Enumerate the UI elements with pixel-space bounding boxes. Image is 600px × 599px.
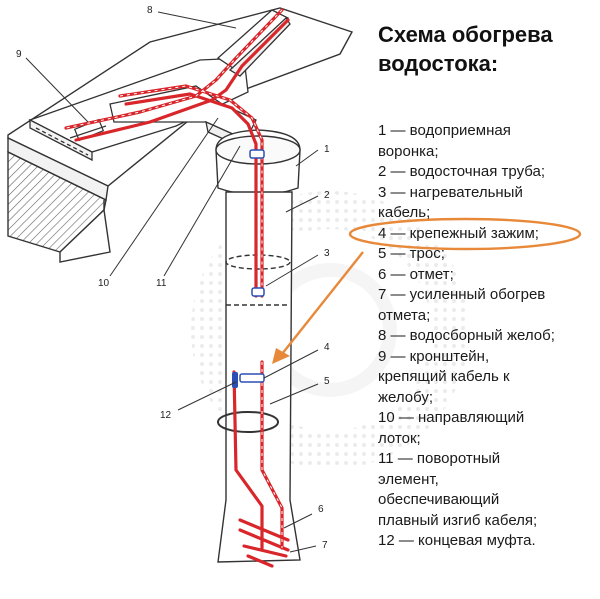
legend-item-line: 6 — отмет;	[378, 265, 454, 283]
callout-1: 1	[324, 144, 330, 155]
legend-item-7: 7 — усиленный обогрев отмета;	[378, 285, 596, 326]
legend-item-6: 6 — отмет;	[378, 265, 596, 286]
legend-item-2: 2 — водосточная труба;	[378, 162, 596, 183]
callout-8: 8	[147, 5, 153, 16]
legend-item-10: 10 — направляющий лоток;	[378, 408, 596, 449]
legend-item-11: 11 — поворотный элемент, обеспечивающий пла…	[378, 449, 596, 531]
legend-item-line: 9 — кронштейн,	[378, 347, 490, 365]
legend-item-line: 4 — крепежный зажим;	[378, 224, 539, 242]
callout-4: 4	[324, 342, 330, 353]
legend-item-line: желобу;	[378, 388, 434, 406]
callout-7: 7	[322, 540, 328, 551]
legend-item-line: отмета;	[378, 306, 431, 324]
legend-item-line: 1 — водоприемная	[378, 122, 511, 139]
callout-6: 6	[318, 504, 324, 515]
callout-10: 10	[98, 278, 110, 289]
legend-list: 1 — водоприемная воронка; 2 — водосточная …	[378, 121, 596, 552]
title-line-2: водостока:	[378, 51, 499, 76]
title-line-1: Схема обогрева	[378, 22, 553, 47]
legend-item-9: 9 — кронштейн, крепящий кабель к желобу;	[378, 347, 596, 409]
callout-9: 9	[16, 49, 22, 60]
legend-item-line: обеспечивающий	[378, 491, 500, 508]
legend-item-line: 2 — водосточная труба;	[378, 163, 545, 180]
callout-labels: 1 2 3 4 5 6 7 8 9 10 11 12	[16, 5, 330, 551]
legend-item-line: 10 — направляющий	[378, 409, 525, 426]
legend-item-line: плавный изгиб кабеля;	[378, 511, 538, 529]
legend-item-4: 4 — крепежный зажим;	[378, 224, 596, 245]
legend-item-12: 12 — концевая муфта.	[378, 531, 596, 552]
legend-item-line: лоток;	[378, 429, 421, 447]
callout-3: 3	[324, 248, 330, 259]
legend-item-line: 12 — концевая муфта.	[378, 532, 536, 549]
legend-item-line: 7 — усиленный обогрев	[378, 286, 546, 303]
legend-item-line: кабель;	[378, 204, 431, 221]
legend-item-line: крепящий кабель к	[378, 368, 510, 385]
highlight-arrow	[272, 217, 582, 364]
legend-item-line: элемент,	[378, 470, 439, 488]
legend-item-line: 8 — водосборный желоб;	[378, 327, 555, 344]
diagram-title: Схема обогрева водостока:	[378, 20, 593, 78]
heating-cable-dashes	[65, 9, 283, 548]
legend-item-8: 8 — водосборный желоб;	[378, 326, 596, 347]
legend-item-line: воронка;	[378, 142, 439, 160]
callout-5: 5	[324, 376, 330, 387]
legend-item-1: 1 — водоприемная воронка;	[378, 121, 596, 162]
leader-lines	[25, 11, 319, 553]
legend-item-3: 3 — нагревательный кабель;	[378, 183, 596, 224]
callout-12: 12	[160, 410, 172, 421]
end-sleeve	[232, 372, 238, 388]
legend-item-line: 5 — трос;	[378, 245, 445, 262]
callout-11: 11	[156, 278, 167, 289]
legend-item-line: 3 — нагревательный	[378, 183, 523, 201]
legend-item-5: 5 — трос;	[378, 244, 596, 265]
legend-item-line: 11 — поворотный	[378, 450, 501, 467]
water-funnel	[215, 129, 301, 196]
callout-2: 2	[324, 190, 330, 201]
